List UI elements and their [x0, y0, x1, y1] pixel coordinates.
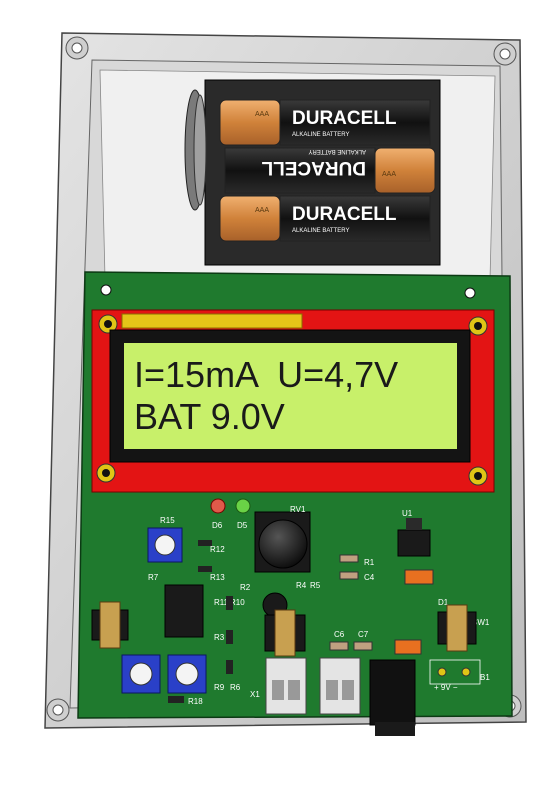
lcd-line-2: BAT 9.0V	[134, 396, 285, 437]
battery-2: DURACELL ALKALINE BATTERY AAA	[224, 147, 436, 194]
label-r13: R13	[210, 573, 225, 582]
battery-1-subtitle: ALKALINE BATTERY	[292, 132, 349, 138]
label-r18: R18	[188, 697, 203, 706]
lcd-line-1: I=15mA U=4,7V	[134, 354, 398, 395]
label-d1: D1	[438, 598, 449, 607]
led-d5: D5	[235, 498, 251, 530]
ic-dip8	[164, 584, 204, 638]
potentiometer-rv1: RV1	[254, 505, 311, 573]
switch-middle	[264, 609, 306, 657]
label-r15: R15	[160, 516, 175, 525]
label-u1: U1	[402, 509, 413, 518]
label-rv1: RV1	[290, 505, 306, 514]
label-battery-terminal: + 9V −	[434, 683, 458, 692]
trimmer-left	[121, 654, 161, 694]
battery-1: AAA DURACELL ALKALINE BATTERY	[219, 99, 431, 146]
trimmer-right	[167, 654, 207, 694]
label-r1: R1	[364, 558, 375, 567]
battery-3-subtitle: ALKALINE BATTERY	[292, 228, 349, 234]
label-x1: X1	[250, 690, 260, 699]
terminal-block-right	[319, 657, 361, 715]
led-d6: D6	[210, 498, 226, 530]
label-b1: B1	[480, 673, 490, 682]
label-c4: C4	[364, 573, 375, 582]
label-c7: C7	[358, 630, 369, 639]
lcd-display	[124, 343, 457, 449]
label-r7: R7	[148, 573, 159, 582]
battery-3: AAA DURACELL ALKALINE BATTERY	[219, 195, 431, 242]
label-r3: R3	[214, 633, 225, 642]
label-r4: R4	[296, 581, 307, 590]
dc-jack	[369, 659, 416, 736]
battery-2-size: AAA	[382, 171, 396, 178]
smd-components	[168, 540, 434, 703]
label-sw1: SW1	[472, 618, 490, 627]
label-r6: R6	[230, 683, 241, 692]
label-r5: R5	[310, 581, 321, 590]
battery-2-subtitle: ALKALINE BATTERY	[309, 148, 366, 154]
ic-u1: U1	[397, 509, 431, 557]
label-r12: R12	[210, 545, 225, 554]
battery-3-brand: DURACELL	[292, 204, 397, 225]
label-r2: R2	[240, 583, 251, 592]
switch-sw1	[437, 604, 477, 652]
battery-terminal-pads	[429, 659, 481, 685]
label-d6: D6	[212, 521, 223, 530]
battery-3-size: AAA	[255, 207, 269, 214]
label-r10: R10	[230, 598, 245, 607]
label-r9: R9	[214, 683, 225, 692]
battery-1-brand: DURACELL	[292, 108, 397, 129]
terminal-block-left	[265, 657, 307, 715]
switch-left	[91, 601, 129, 649]
battery-1-size: AAA	[255, 111, 269, 118]
lcd-module: I=15mA U=4,7V BAT 9.0V	[91, 309, 495, 493]
label-r11: R11	[214, 598, 229, 607]
silkscreen-labels: R12 R7 R13 R1 C4 R2 R4 R5 R11 R10 R3 C6 …	[148, 545, 490, 706]
label-d5: D5	[237, 521, 248, 530]
battery-2-brand: DURACELL	[261, 157, 366, 178]
trimmer-r15: R15	[147, 516, 183, 563]
label-c6: C6	[334, 630, 345, 639]
